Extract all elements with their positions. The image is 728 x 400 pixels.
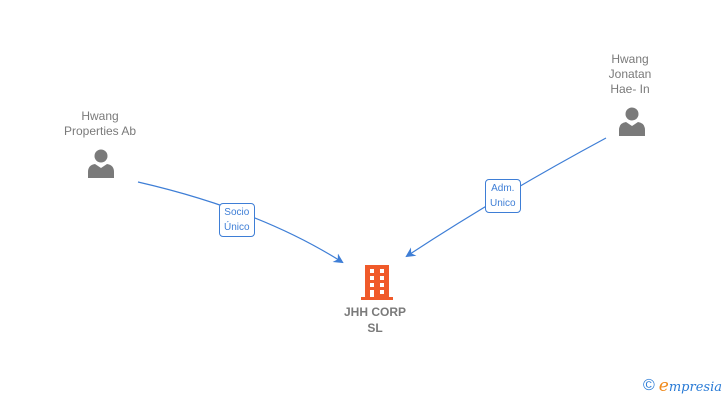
person-icon[interactable]	[86, 148, 116, 178]
brand-e: e	[658, 376, 669, 396]
building-icon[interactable]	[361, 265, 393, 301]
edge-label-socio-unico: Socio Único	[219, 203, 255, 237]
person-label-hwang-jonatan[interactable]: Hwang Jonatan Hae- In	[608, 52, 652, 96]
company-label[interactable]: JHH CORP SL	[343, 305, 406, 335]
copyright-icon: ©	[643, 377, 655, 394]
person-icon[interactable]	[617, 106, 647, 136]
person-label-hwang-properties[interactable]: Hwang Properties Ab	[63, 109, 137, 138]
brand-logo[interactable]: © empresia	[643, 376, 722, 396]
edge-label-adm-unico: Adm. Unico	[485, 179, 521, 213]
brand-name: mpresia	[668, 380, 722, 395]
